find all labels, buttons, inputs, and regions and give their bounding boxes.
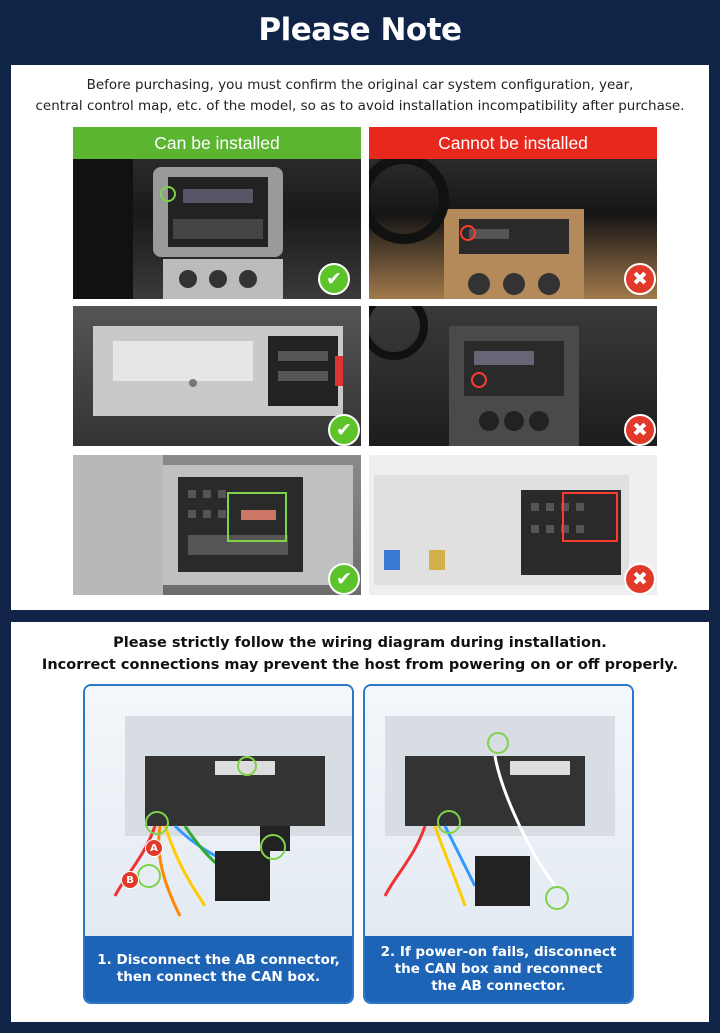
highlight-circle	[545, 886, 569, 910]
wiring-line-1: Please strictly follow the wiring diagra…	[113, 635, 607, 651]
page-title: Please Note	[258, 12, 462, 48]
highlight-circle	[487, 732, 509, 754]
cross-icon: ✖	[624, 263, 656, 295]
highlight-circle	[137, 864, 161, 888]
highlight-circle	[460, 225, 476, 241]
photo-can-connector: ✔	[73, 455, 361, 595]
highlight-circle	[471, 372, 487, 388]
highlight-circle	[237, 756, 257, 776]
highlight-box	[227, 492, 287, 542]
photo-cannot-radio-front: ✖	[369, 306, 657, 446]
photo-cannot-dashboard: ✖	[369, 159, 657, 299]
cannot-install-header: Cannot be installed	[369, 127, 657, 159]
note-line-2: central control map, etc. of the model, …	[35, 98, 685, 114]
compatibility-panel: Before purchasing, you must confirm the …	[11, 65, 709, 610]
can-install-header: Can be installed	[73, 127, 361, 159]
wiring-step-1-caption: 1. Disconnect the AB connector,then conn…	[85, 936, 352, 1002]
highlight-circle	[437, 810, 461, 834]
wiring-card-1: A B 1. Disconnect the AB connector,then …	[83, 684, 354, 1004]
wiring-line-2: Incorrect connections may prevent the ho…	[41, 657, 679, 673]
highlight-circle	[160, 186, 176, 202]
connector-a-label: A	[145, 839, 163, 857]
step-1-line-1: 1. Disconnect the AB connector,	[97, 952, 340, 968]
highlight-box	[562, 492, 618, 542]
highlight-circle	[145, 811, 169, 835]
step-1-line-2: then connect the CAN box.	[116, 969, 321, 985]
photo-cannot-connector: ✖	[369, 455, 657, 595]
highlight-circle	[260, 834, 286, 860]
check-icon: ✔	[318, 263, 350, 295]
connector-b-label: B	[121, 871, 139, 889]
check-icon: ✔	[328, 414, 360, 446]
step-2-line-2: the CAN box and reconnect	[394, 960, 603, 977]
photo-can-dashboard: ✔	[73, 159, 361, 299]
cross-icon: ✖	[624, 563, 656, 595]
photo-can-radio-back: ✔	[73, 306, 361, 446]
cross-icon: ✖	[624, 414, 656, 446]
wiring-panel: Please strictly follow the wiring diagra…	[11, 622, 709, 1022]
wiring-photo-2	[365, 686, 632, 936]
check-icon: ✔	[328, 563, 360, 595]
step-2-line-3: the AB connector.	[431, 977, 566, 994]
step-2-line-1: 2. If power-on fails, disconnect	[380, 943, 617, 960]
wiring-photo-1: A B	[85, 686, 352, 936]
note-line-1: Before purchasing, you must confirm the …	[86, 77, 634, 93]
